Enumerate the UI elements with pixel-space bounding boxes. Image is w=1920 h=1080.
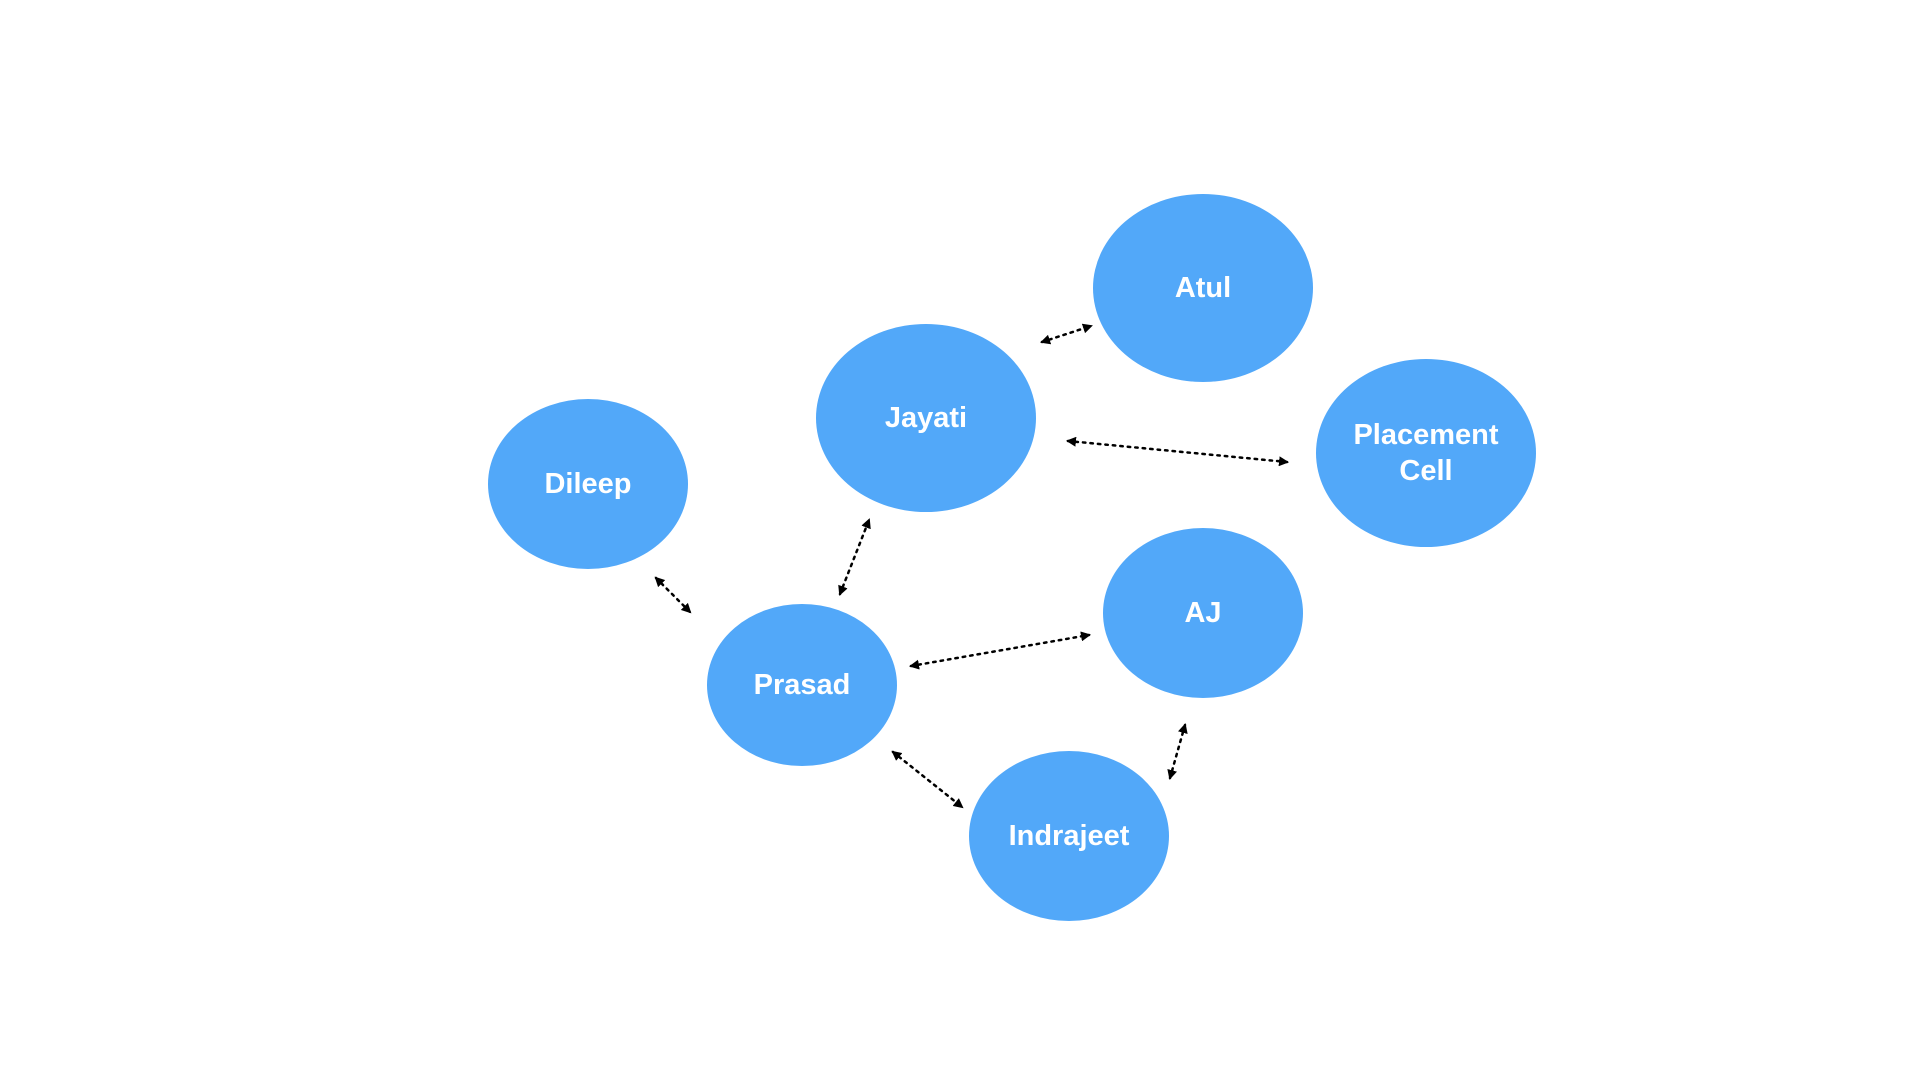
- node-atul-label: Atul: [1175, 272, 1231, 304]
- nodes-layer: AtulJayatiPlacementCellDileepAJPrasadInd…: [488, 194, 1536, 921]
- node-prasad: Prasad: [707, 604, 897, 766]
- node-prasad-shape: [707, 604, 897, 766]
- connector-dileep-prasad: [654, 576, 692, 614]
- node-atul-shape: [1093, 194, 1313, 382]
- connector-jayati-placement-cell: [1066, 436, 1289, 467]
- node-indrajeet-shape: [969, 751, 1169, 921]
- connections-layer: [654, 323, 1289, 809]
- node-aj-label: AJ: [1184, 597, 1221, 629]
- node-placement-cell-label: Cell: [1399, 455, 1452, 487]
- node-jayati-label: Jayati: [885, 402, 967, 434]
- node-aj-shape: [1103, 528, 1303, 698]
- connector-jayati-atul: [1040, 323, 1093, 345]
- node-placement-cell-label: Placement: [1353, 419, 1498, 451]
- node-aj: AJ: [1103, 528, 1303, 698]
- connector-prasad-aj: [909, 631, 1091, 670]
- connector-prasad-jayati: [838, 518, 871, 596]
- node-jayati: Jayati: [816, 324, 1036, 512]
- node-placement-cell-shape: [1316, 359, 1536, 547]
- node-prasad-label: Prasad: [754, 669, 851, 701]
- node-atul: Atul: [1093, 194, 1313, 382]
- node-indrajeet: Indrajeet: [969, 751, 1169, 921]
- connector-prasad-indrajeet: [891, 750, 964, 809]
- node-indrajeet-label: Indrajeet: [1009, 820, 1130, 852]
- connector-indrajeet-aj: [1167, 723, 1188, 780]
- node-dileep-label: Dileep: [544, 468, 631, 500]
- node-jayati-shape: [816, 324, 1036, 512]
- node-dileep: Dileep: [488, 399, 688, 569]
- node-dileep-shape: [488, 399, 688, 569]
